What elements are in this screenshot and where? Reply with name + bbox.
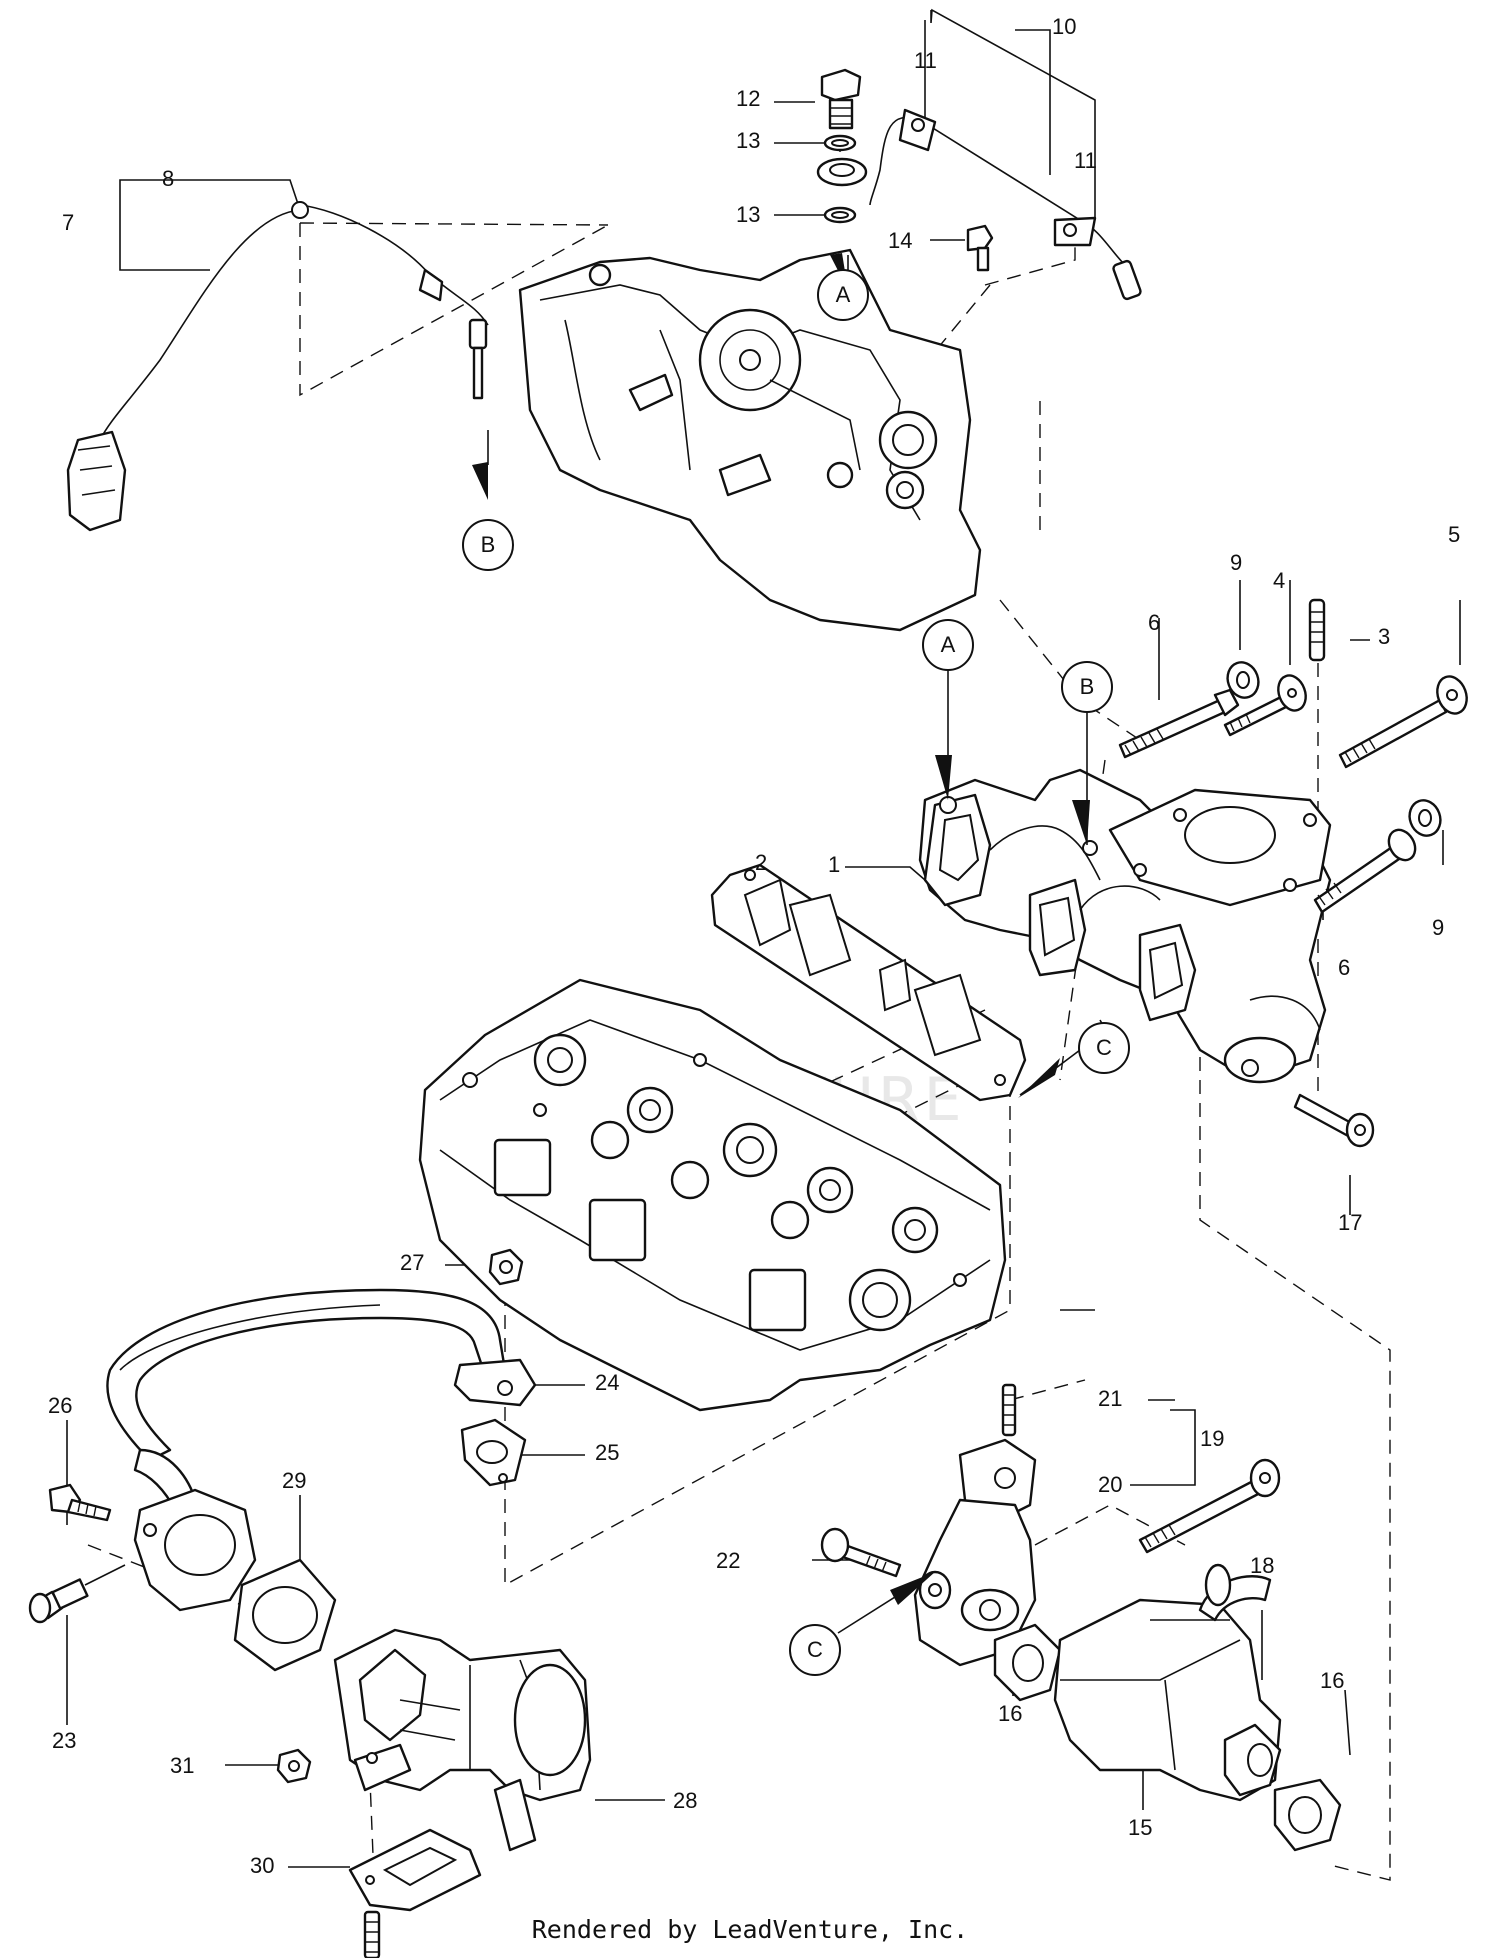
callout-25: 25	[595, 1440, 619, 1465]
ref-c-mid	[1078, 1022, 1130, 1074]
callout-6-right: 6	[1338, 955, 1350, 980]
callout-6-top: 6	[1148, 610, 1160, 635]
callout-11-left: 11	[914, 48, 937, 73]
egr-cooler	[1053, 1563, 1282, 1802]
gasket-30	[348, 1828, 482, 1912]
callout-1: 1	[828, 852, 840, 877]
exhaust-manifold	[918, 768, 1332, 1084]
callout-9-right: 9	[1432, 915, 1444, 940]
callout-23: 23	[52, 1728, 76, 1753]
callout-31: 31	[170, 1753, 194, 1778]
bolt-18	[1138, 1458, 1281, 1554]
ref-a-top-label: A	[836, 282, 851, 307]
callout-28: 28	[673, 1788, 697, 1813]
footer-credit: Rendered by LeadVenture, Inc.	[531, 1915, 969, 1944]
bolt-14	[966, 224, 994, 272]
arrow-c-mid	[1018, 1058, 1060, 1098]
callout-19: 19	[1200, 1426, 1224, 1451]
callout-15: 15	[1128, 1815, 1152, 1840]
ref-c-mid-label: C	[1096, 1035, 1112, 1060]
ref-b-mid	[1061, 661, 1113, 713]
egr-pipe	[106, 1288, 537, 1512]
gasket-16-left	[993, 1623, 1062, 1702]
callout-10: 10	[1052, 14, 1076, 39]
callout-30: 30	[250, 1853, 274, 1878]
callout-12: 12	[736, 86, 760, 111]
gasket-29	[233, 1558, 337, 1672]
ref-a-mid-label: A	[941, 632, 956, 657]
callout-numbers: 10 11 11 12 13 13 14 8 7 9 4 3 5 6 2 1 9…	[48, 14, 1460, 1878]
callout-4: 4	[1273, 568, 1285, 593]
banjo-bolt-group	[816, 68, 868, 224]
callout-9-top: 9	[1230, 550, 1242, 575]
ref-a-mid	[922, 619, 974, 671]
callout-22: 22	[716, 1548, 740, 1573]
callout-14: 14	[888, 228, 912, 253]
valve-cover	[518, 248, 982, 632]
ref-b-top	[462, 519, 514, 571]
arrow-b-mid	[1072, 800, 1090, 845]
bolt-26	[48, 1483, 112, 1522]
gasket-16-right	[1273, 1778, 1342, 1852]
callout-8: 8	[162, 166, 174, 191]
egr-elbow	[133, 1488, 257, 1612]
sensor-harness	[66, 201, 489, 532]
arrow-c-low	[890, 1572, 935, 1605]
ref-a-top	[817, 269, 869, 321]
leader-lines	[66, 8, 1461, 1868]
reference-markers: A B A B C C	[462, 253, 1130, 1676]
callout-20: 20	[1098, 1472, 1122, 1497]
callout-26: 26	[48, 1393, 72, 1418]
egr-cooler-bracket	[913, 1383, 1037, 1667]
manifold-bolts	[1118, 598, 1468, 1148]
callout-17: 17	[1338, 1210, 1362, 1235]
callout-13-bottom: 13	[736, 202, 760, 227]
bolt-22	[820, 1527, 902, 1578]
cylinder-head	[418, 978, 1007, 1412]
callout-3: 3	[1378, 624, 1390, 649]
pipe-assembly	[869, 108, 1142, 301]
callout-27: 27	[400, 1250, 424, 1275]
callout-2: 2	[755, 850, 767, 875]
callout-13-top: 13	[736, 128, 760, 153]
callout-21: 21	[1098, 1386, 1122, 1411]
temp-sensor	[28, 1564, 126, 1624]
callout-5: 5	[1448, 522, 1460, 547]
nut-31	[276, 1748, 312, 1784]
nut-27	[488, 1248, 524, 1286]
callout-16-left: 16	[998, 1701, 1022, 1726]
callout-11-right: 11	[1074, 148, 1097, 173]
ref-b-mid-label: B	[1080, 674, 1095, 699]
callout-16-right: 16	[1320, 1668, 1344, 1693]
manifold-gasket	[710, 863, 1027, 1102]
ref-c-low-label: C	[807, 1637, 823, 1662]
ref-b-top-label: B	[481, 532, 496, 557]
arrow-a-mid	[935, 755, 952, 800]
callout-18: 18	[1250, 1553, 1274, 1578]
arrow-b-top	[472, 462, 488, 500]
callout-24: 24	[595, 1370, 619, 1395]
callout-7: 7	[62, 210, 74, 235]
ref-c-low	[789, 1624, 841, 1676]
stud-bottom	[363, 1910, 381, 1958]
gasket-25	[460, 1418, 527, 1487]
callout-29: 29	[282, 1468, 306, 1493]
egr-valve	[333, 1628, 592, 1852]
